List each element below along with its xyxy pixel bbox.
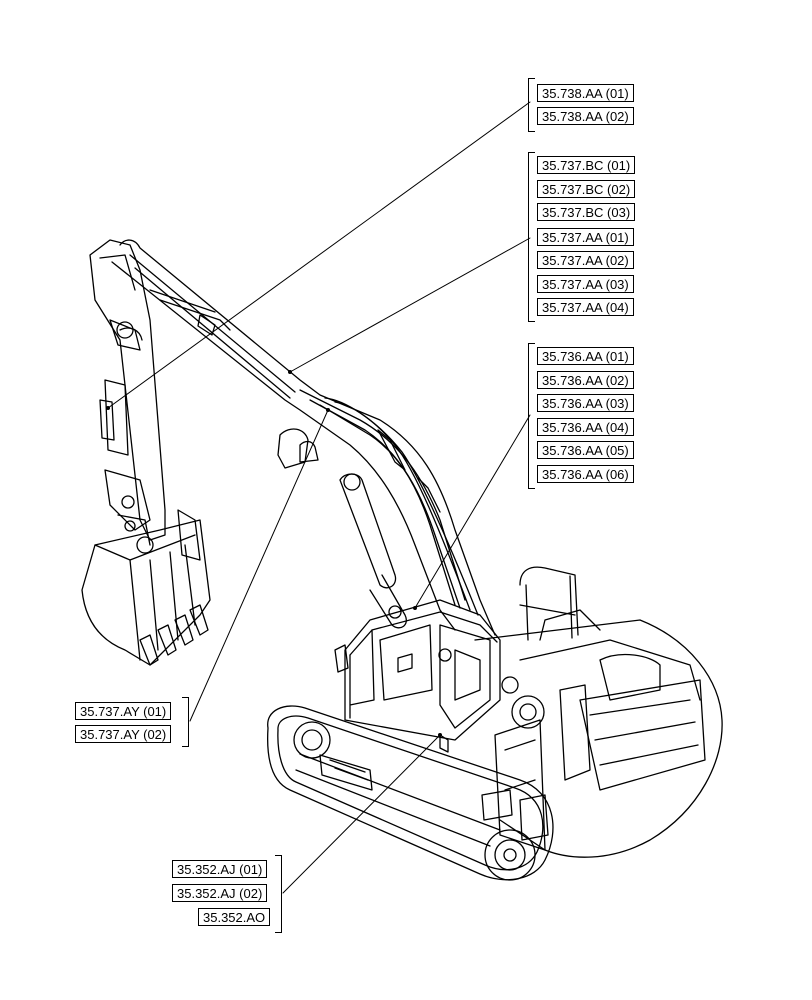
part-ref-35-352-aj-01[interactable]: 35.352.AJ (01): [172, 860, 268, 878]
part-ref-35-737-aa-04[interactable]: 35.737.AA (04): [537, 298, 634, 316]
leader-endpoints: [106, 370, 442, 737]
part-ref-35-738-aa-02[interactable]: 35.738.AA (02): [537, 107, 634, 125]
bracket-35-737-bc-aa: [528, 152, 535, 322]
part-ref-35-736-aa-01[interactable]: 35.736.AA (01): [537, 347, 634, 365]
part-ref-35-737-aa-03[interactable]: 35.737.AA (03): [537, 275, 634, 293]
part-ref-35-737-ay-01[interactable]: 35.737.AY (01): [75, 702, 172, 720]
part-ref-35-736-aa-05[interactable]: 35.736.AA (05): [537, 441, 634, 459]
part-ref-35-736-aa-03[interactable]: 35.736.AA (03): [537, 394, 634, 412]
cab: [334, 599, 501, 753]
part-ref-35-737-bc-01[interactable]: 35.737.BC (01): [537, 156, 636, 174]
upper-structure: [474, 566, 723, 858]
leader-lines: [107, 101, 531, 894]
part-ref-35-737-bc-02[interactable]: 35.737.BC (02): [537, 180, 636, 198]
part-ref-35-737-aa-01[interactable]: 35.737.AA (01): [537, 228, 634, 246]
part-ref-35-352-ao[interactable]: 35.352.AO: [198, 908, 271, 926]
boom: [111, 239, 496, 636]
bracket-35-737-ay: [182, 697, 189, 747]
part-ref-35-737-aa-02[interactable]: 35.737.AA (02): [537, 251, 634, 269]
part-ref-35-738-aa-01[interactable]: 35.738.AA (01): [537, 84, 634, 102]
part-ref-35-352-aj-02[interactable]: 35.352.AJ (02): [172, 884, 268, 902]
bracket-35-352: [275, 855, 282, 933]
part-ref-35-737-bc-03[interactable]: 35.737.BC (03): [537, 203, 636, 221]
part-ref-35-736-aa-02[interactable]: 35.736.AA (02): [537, 371, 634, 389]
arm: [89, 239, 166, 554]
bracket-35-736: [528, 343, 535, 489]
part-ref-35-736-aa-06[interactable]: 35.736.AA (06): [537, 465, 634, 483]
part-ref-35-737-ay-02[interactable]: 35.737.AY (02): [75, 725, 172, 743]
bracket-35-738: [528, 78, 535, 132]
bucket: [81, 509, 211, 666]
boom-cylinder: [277, 428, 407, 629]
track-undercarriage: [266, 705, 554, 881]
part-ref-35-736-aa-04[interactable]: 35.736.AA (04): [537, 418, 634, 436]
